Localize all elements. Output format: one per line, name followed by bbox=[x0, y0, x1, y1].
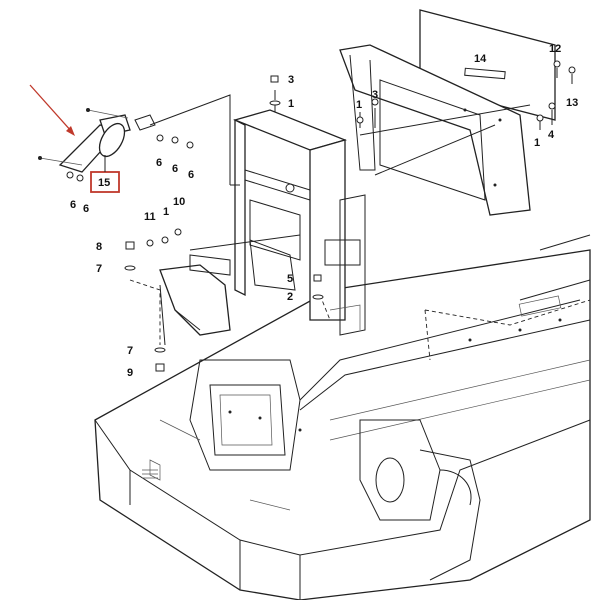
callout-10: 10 bbox=[173, 196, 185, 208]
callout-6: 6 bbox=[156, 157, 162, 169]
callout-3: 3 bbox=[288, 74, 294, 86]
callout-9: 9 bbox=[127, 367, 133, 379]
base-frame bbox=[94, 234, 591, 600]
callout-6: 6 bbox=[70, 199, 76, 211]
callout-14: 14 bbox=[474, 53, 487, 65]
hardware bbox=[124, 60, 576, 372]
callout-13: 13 bbox=[566, 97, 578, 109]
callout-1: 1 bbox=[356, 99, 362, 111]
callout-4: 4 bbox=[548, 129, 555, 141]
upright-frame bbox=[232, 109, 366, 336]
callout-3: 3 bbox=[372, 89, 378, 101]
callout-6: 6 bbox=[83, 203, 89, 215]
callout-1: 1 bbox=[163, 206, 169, 218]
rear-panel bbox=[339, 9, 556, 216]
highlighted-part-15[interactable]: 15 bbox=[90, 155, 120, 193]
callout-11: 11 bbox=[144, 211, 156, 223]
callout-6: 6 bbox=[172, 163, 178, 175]
callout-15: 15 bbox=[98, 177, 110, 189]
callout-7: 7 bbox=[127, 345, 133, 357]
callout-6: 6 bbox=[188, 169, 194, 181]
callout-7: 7 bbox=[96, 263, 102, 275]
leader-lines bbox=[129, 68, 573, 346]
indicator-arrow bbox=[29, 84, 75, 136]
callout-1: 1 bbox=[534, 137, 540, 149]
callout-8: 8 bbox=[96, 241, 102, 253]
callout-1: 1 bbox=[288, 98, 294, 110]
hinge-assembly bbox=[38, 108, 156, 182]
callout-12: 12 bbox=[549, 43, 561, 55]
callout-5: 5 bbox=[287, 273, 293, 285]
callout-2: 2 bbox=[287, 291, 293, 303]
side-bracket bbox=[159, 254, 231, 336]
callouts: 1 1 1 1 2 3 3 4 5 6 6 6 6 6 7 7 8 9 10 1… bbox=[70, 43, 578, 379]
